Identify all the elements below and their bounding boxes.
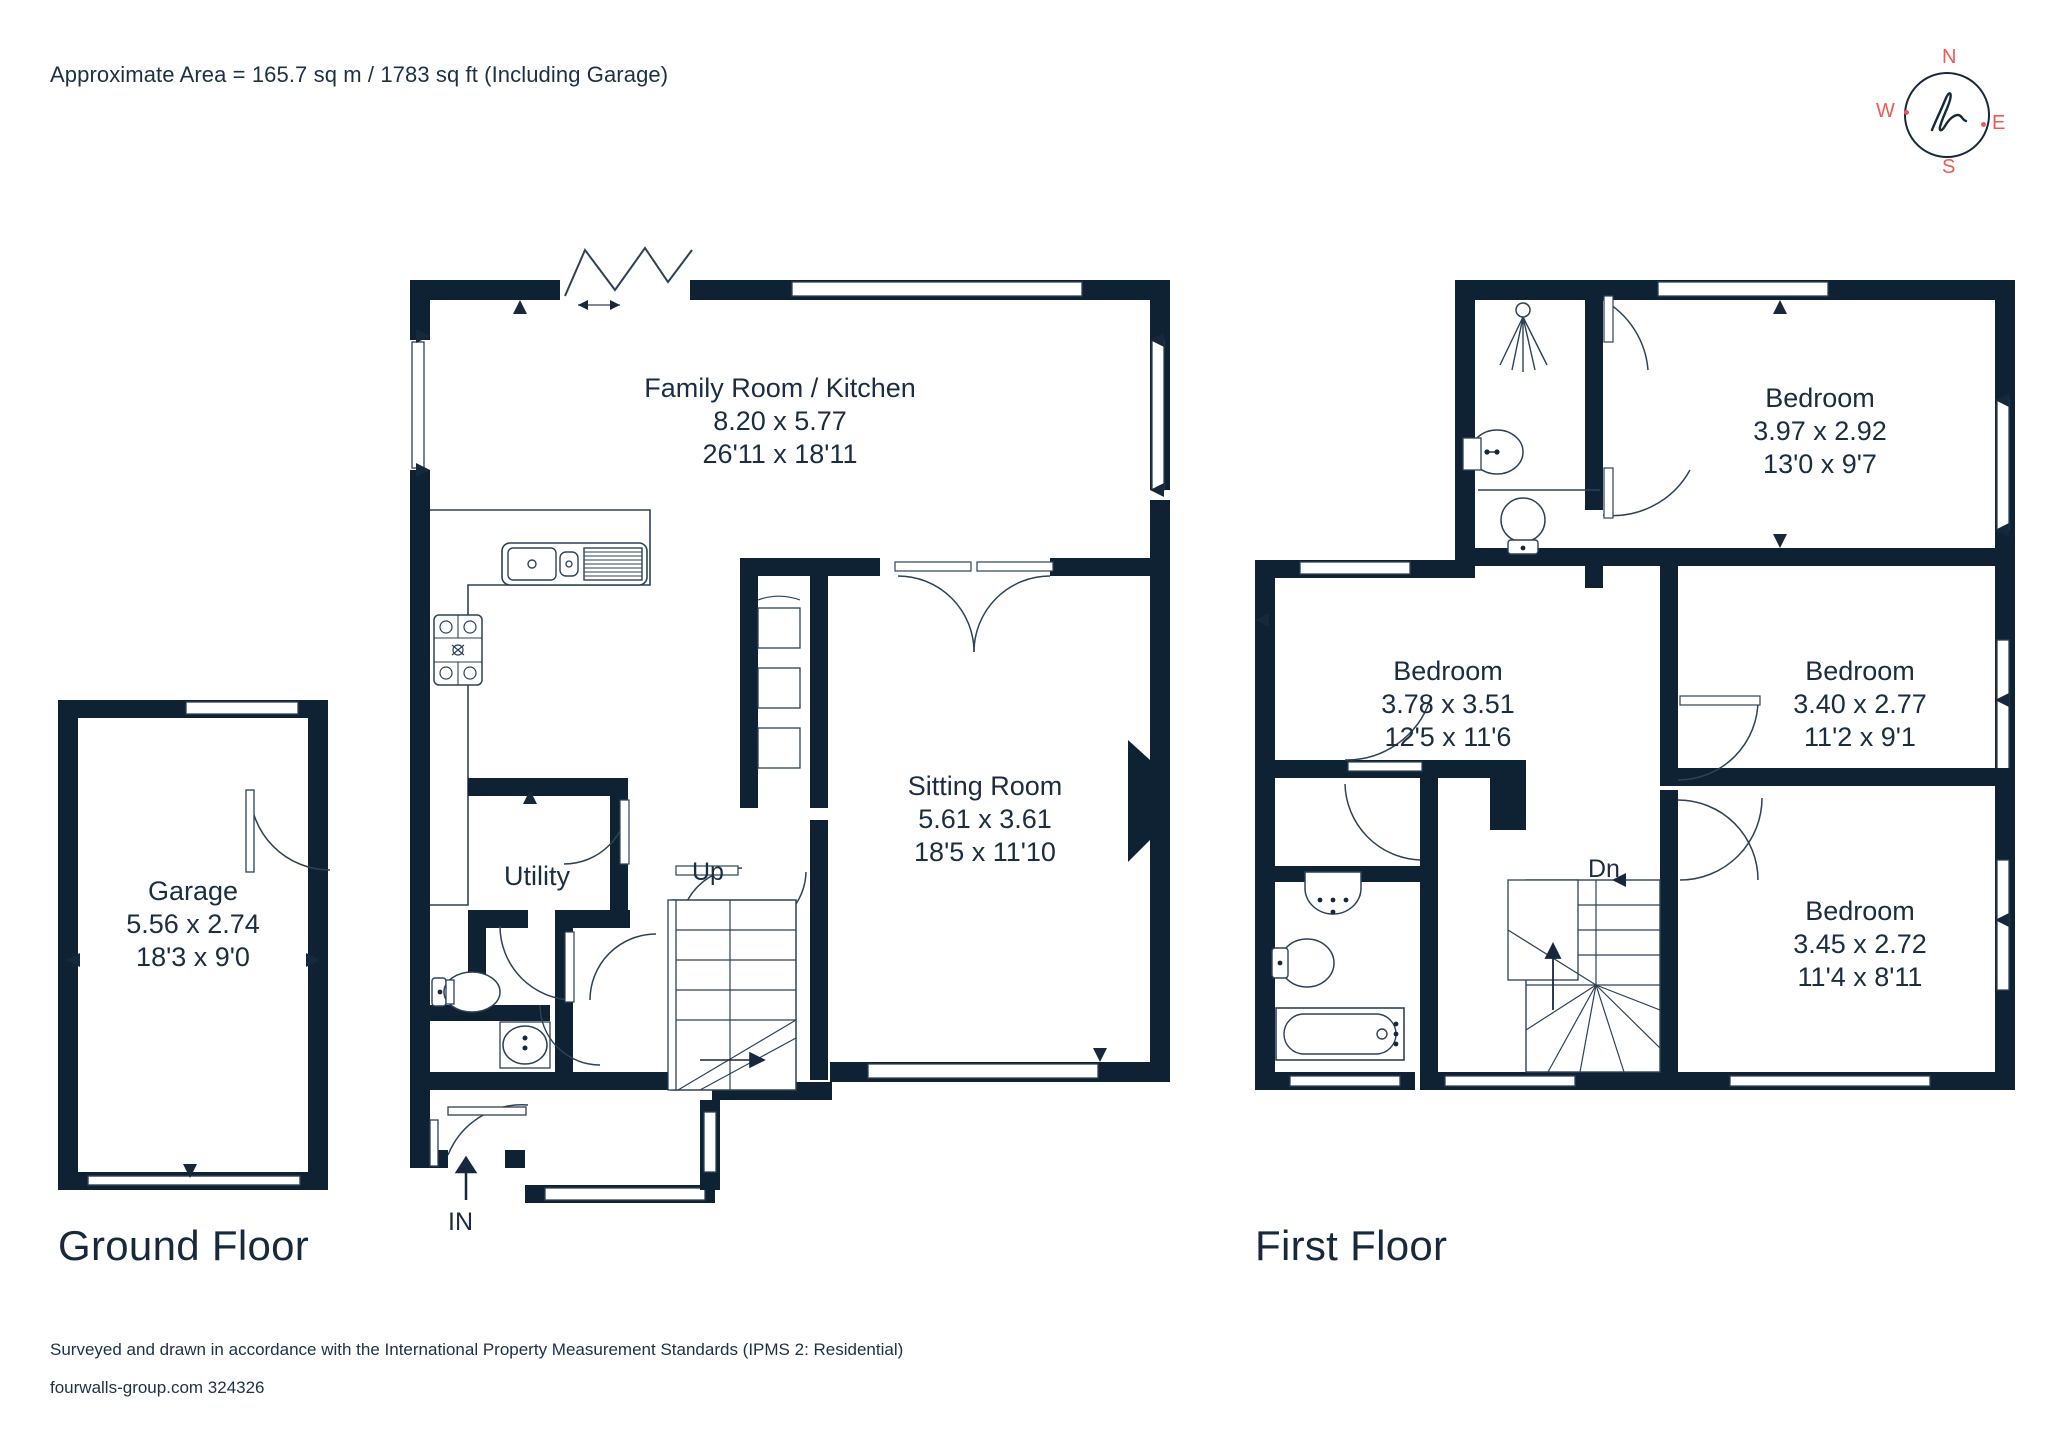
room-name: Bedroom bbox=[1805, 896, 1915, 926]
room-imperial: 11'4 x 8'11 bbox=[1797, 962, 1923, 992]
entrance-in-label: IN bbox=[448, 1208, 473, 1236]
first-floor-title: First Floor bbox=[1255, 1222, 1448, 1269]
room-label-garage: Garage 5.56 x 2.74 18'3 x 9'0 bbox=[58, 875, 328, 974]
kitchen-fixtures bbox=[430, 509, 651, 906]
ground-floor-internal-walls bbox=[410, 558, 1170, 1090]
room-name: Bedroom bbox=[1805, 656, 1915, 686]
compass-south-label: S bbox=[1942, 156, 1956, 178]
room-name: Bedroom bbox=[1765, 383, 1875, 413]
room-metric: 3.40 x 2.77 bbox=[1793, 689, 1927, 719]
first-floor-dimension-ticks bbox=[1255, 300, 2009, 927]
sitting-room-chimney bbox=[1128, 740, 1150, 862]
room-metric: 5.56 x 2.74 bbox=[126, 909, 260, 939]
room-imperial: 18'5 x 11'10 bbox=[914, 837, 1056, 867]
approximate-area-text: Approximate Area = 165.7 sq m / 1783 sq … bbox=[50, 62, 669, 87]
room-name: Sitting Room bbox=[907, 771, 1063, 801]
stairs-dn-label: Dn bbox=[1588, 855, 1620, 883]
family-bathroom-fixtures bbox=[1271, 871, 1405, 1061]
fourwalls-logo-icon bbox=[1930, 92, 1968, 132]
ensuite-fixtures bbox=[1462, 302, 1600, 555]
first-floor-staircase bbox=[1507, 797, 1763, 1073]
compass-north-label: N bbox=[1942, 46, 1957, 68]
room-name: Family Room / Kitchen bbox=[644, 373, 916, 403]
ground-floor-walls bbox=[410, 246, 1170, 1203]
compass-west-label: W bbox=[1876, 100, 1895, 122]
room-label-bedroom-4: Bedroom 3.45 x 2.72 11'4 x 8'11 bbox=[1730, 895, 1990, 994]
room-label-bedroom-3: Bedroom 3.40 x 2.77 11'2 x 9'1 bbox=[1730, 655, 1990, 754]
room-metric: 3.97 x 2.92 bbox=[1753, 416, 1887, 446]
room-name: Utility bbox=[504, 861, 570, 891]
room-imperial: 11'2 x 9'1 bbox=[1804, 722, 1916, 752]
ground-floor-plan bbox=[58, 246, 1170, 1203]
room-metric: 3.78 x 3.51 bbox=[1381, 689, 1515, 719]
first-floor-plan bbox=[1255, 280, 2015, 1090]
room-name: Garage bbox=[147, 876, 239, 906]
room-metric: 5.61 x 3.61 bbox=[918, 804, 1052, 834]
room-label-utility: Utility bbox=[472, 860, 602, 893]
room-name: Bedroom bbox=[1393, 656, 1503, 686]
room-imperial: 13'0 x 9'7 bbox=[1763, 449, 1877, 479]
footer-source-text: fourwalls-group.com 324326 bbox=[50, 1378, 265, 1397]
first-floor-internal-walls bbox=[1275, 280, 2015, 1090]
footer-standards-text: Surveyed and drawn in accordance with th… bbox=[50, 1340, 904, 1359]
room-imperial: 18'3 x 9'0 bbox=[136, 942, 250, 972]
compass-rose: N S W E bbox=[1876, 46, 2010, 178]
dimension-ticks bbox=[416, 300, 1164, 1062]
room-label-family-room-kitchen: Family Room / Kitchen 8.20 x 5.77 26'11 … bbox=[640, 372, 920, 471]
room-metric: 8.20 x 5.77 bbox=[713, 406, 847, 436]
compass-west-dot bbox=[1904, 110, 1909, 115]
room-label-sitting-room: Sitting Room 5.61 x 3.61 18'5 x 11'10 bbox=[855, 770, 1115, 869]
first-floor-walls bbox=[1255, 280, 2015, 1090]
room-label-bedroom-1: Bedroom 3.97 x 2.92 13'0 x 9'7 bbox=[1690, 382, 1950, 481]
room-label-bedroom-2: Bedroom 3.78 x 3.51 12'5 x 11'6 bbox=[1318, 655, 1578, 754]
ground-floor-staircase bbox=[667, 899, 797, 1091]
compass-east-label: E bbox=[1992, 112, 2006, 134]
ground-floor-title: Ground Floor bbox=[58, 1222, 310, 1269]
compass-east-dot bbox=[1981, 122, 1986, 127]
room-imperial: 12'5 x 11'6 bbox=[1384, 722, 1512, 752]
room-metric: 3.45 x 2.72 bbox=[1793, 929, 1927, 959]
compass-ring bbox=[1904, 72, 1990, 158]
stairs-up-label: Up bbox=[692, 858, 724, 886]
room-imperial: 26'11 x 18'11 bbox=[702, 439, 858, 469]
garage-structure bbox=[58, 700, 331, 1190]
